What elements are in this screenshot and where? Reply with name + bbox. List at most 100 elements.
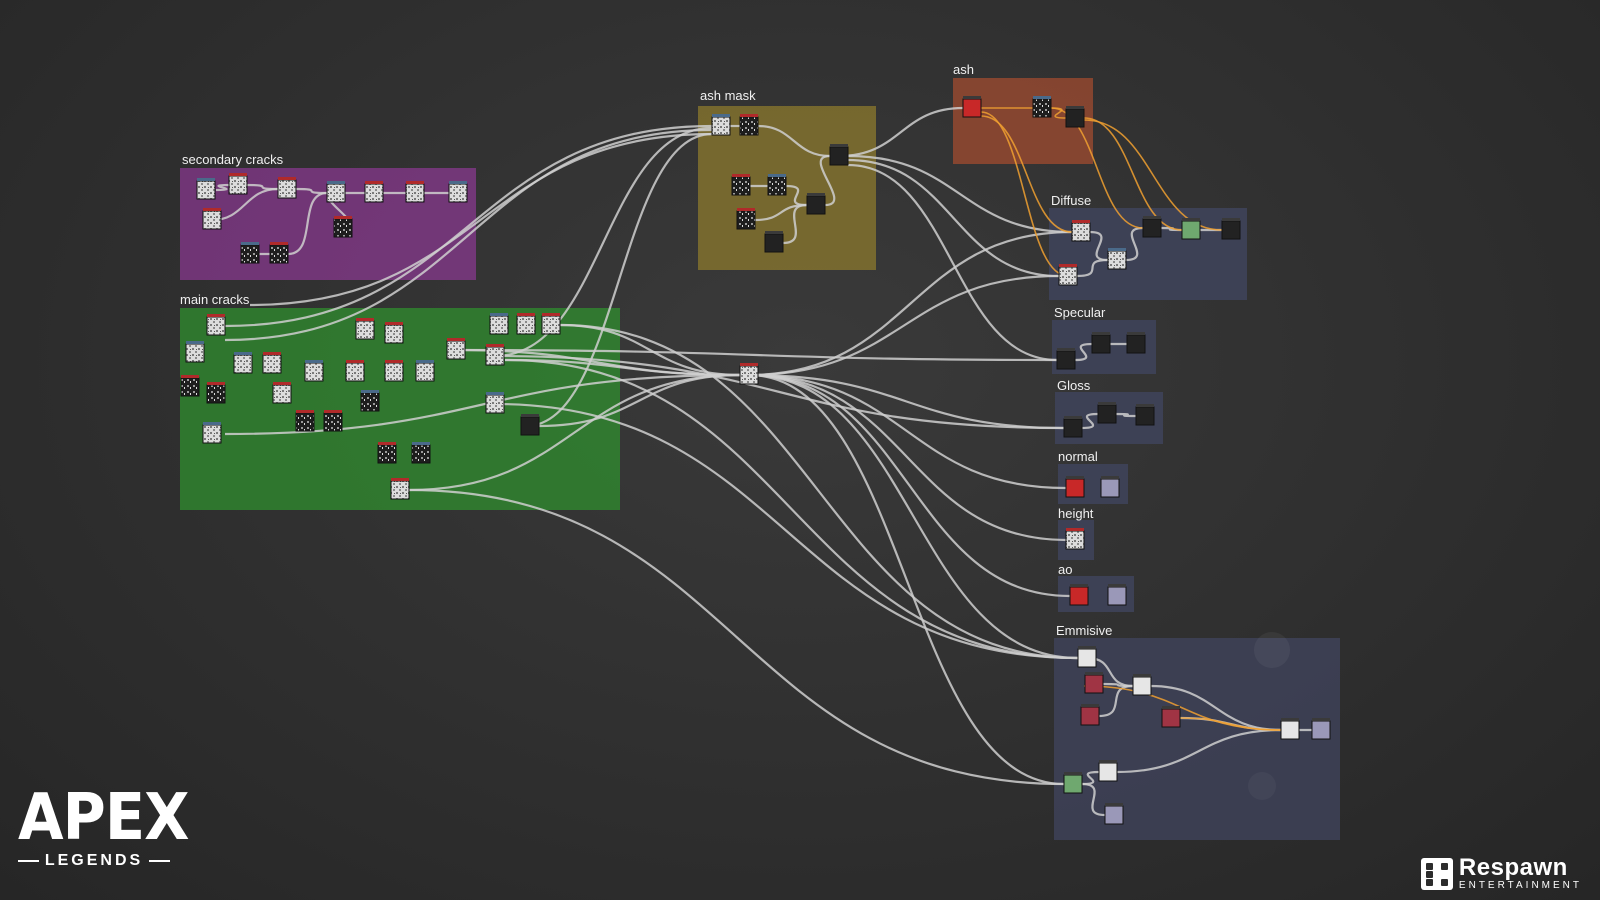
graph-node[interactable] [1084, 672, 1104, 694]
graph-node[interactable] [185, 341, 205, 363]
frame-title-ash-mask: ash mask [700, 88, 756, 103]
graph-node[interactable] [355, 318, 375, 340]
graph-node-header [447, 338, 465, 341]
graph-node[interactable] [1080, 704, 1100, 726]
graph-node[interactable] [1065, 106, 1085, 128]
graph-node-header [1081, 704, 1099, 707]
graph-node[interactable] [377, 442, 397, 464]
graph-node[interactable] [1069, 584, 1089, 606]
graph-node[interactable] [1100, 476, 1120, 498]
graph-node[interactable] [739, 363, 759, 385]
graph-node[interactable] [405, 181, 425, 203]
graph-node[interactable] [1135, 404, 1155, 426]
graph-wire [504, 358, 1079, 660]
graph-node[interactable] [304, 360, 324, 382]
graph-node[interactable] [731, 174, 751, 196]
graph-node[interactable] [411, 442, 431, 464]
graph-node[interactable] [446, 338, 466, 360]
graph-node[interactable] [326, 181, 346, 203]
graph-node[interactable] [520, 414, 540, 436]
graph-node[interactable] [233, 352, 253, 374]
graph-node[interactable] [448, 181, 468, 203]
graph-node[interactable] [485, 392, 505, 414]
graph-node[interactable] [323, 410, 343, 432]
graph-node[interactable] [1077, 646, 1097, 668]
graph-node[interactable] [345, 360, 365, 382]
graph-node-header [1281, 718, 1299, 721]
graph-node[interactable] [1104, 803, 1124, 825]
graph-node[interactable] [739, 114, 759, 136]
graph-node[interactable] [228, 173, 248, 195]
graph-node[interactable] [202, 208, 222, 230]
apex-logo-title: APEX [18, 781, 190, 855]
graph-node-header [1098, 402, 1116, 405]
graph-node[interactable] [1221, 218, 1241, 240]
graph-node[interactable] [1032, 96, 1052, 118]
graph-node[interactable] [764, 231, 784, 253]
graph-node-header [296, 410, 314, 413]
graph-node-header [356, 318, 374, 321]
respawn-logo: Respawn ENTERTAINMENT [1420, 856, 1582, 891]
graph-node-header [229, 173, 247, 176]
graph-node-header [1085, 672, 1103, 675]
graph-node[interactable] [489, 313, 509, 335]
graph-node[interactable] [1063, 772, 1083, 794]
graph-node[interactable] [1091, 332, 1111, 354]
graph-node[interactable] [1058, 264, 1078, 286]
graph-node[interactable] [277, 177, 297, 199]
graph-node[interactable] [196, 178, 216, 200]
graph-node[interactable] [1063, 416, 1083, 438]
graph-node[interactable] [240, 242, 260, 264]
graph-node[interactable] [272, 382, 292, 404]
graph-node[interactable] [1107, 584, 1127, 606]
graph-node[interactable] [390, 478, 410, 500]
graph-node[interactable] [516, 313, 536, 335]
graph-node[interactable] [829, 144, 849, 166]
graph-node[interactable] [1065, 528, 1085, 550]
graph-node[interactable] [415, 360, 435, 382]
graph-node-header [490, 313, 508, 316]
graph-node[interactable] [364, 181, 384, 203]
graph-node[interactable] [1098, 760, 1118, 782]
graph-node[interactable] [360, 390, 380, 412]
graph-node[interactable] [736, 208, 756, 230]
graph-node[interactable] [333, 216, 353, 238]
graph-node[interactable] [269, 242, 289, 264]
graph-node-header [740, 114, 758, 117]
frame-title-emmisive: Emmisive [1056, 623, 1113, 638]
graph-node[interactable] [541, 313, 561, 335]
graph-wire [494, 402, 1079, 660]
graph-node[interactable] [767, 174, 787, 196]
graph-node[interactable] [1126, 332, 1146, 354]
graph-node-header [270, 242, 288, 245]
graph-node[interactable] [1161, 706, 1181, 728]
graph-node[interactable] [1280, 718, 1300, 740]
graph-node[interactable] [1056, 348, 1076, 370]
graph-node[interactable] [1071, 220, 1091, 242]
graph-node[interactable] [206, 314, 226, 336]
graph-node[interactable] [1132, 674, 1152, 696]
graph-node[interactable] [711, 114, 731, 136]
graph-node-header [385, 322, 403, 325]
graph-node[interactable] [1142, 216, 1162, 238]
graph-node[interactable] [806, 193, 826, 215]
graph-node[interactable] [202, 422, 222, 444]
graph-node[interactable] [962, 96, 982, 118]
graph-node-header [486, 344, 504, 347]
graph-node[interactable] [485, 344, 505, 366]
graph-wire [980, 111, 1069, 277]
graph-node[interactable] [384, 360, 404, 382]
graph-node[interactable] [262, 352, 282, 374]
graph-node[interactable] [180, 375, 200, 397]
graph-wire [847, 163, 1058, 362]
graph-node[interactable] [1181, 218, 1201, 240]
graph-node[interactable] [206, 382, 226, 404]
graph-node[interactable] [1107, 248, 1127, 270]
graph-node[interactable] [295, 410, 315, 432]
graph-node[interactable] [1311, 718, 1331, 740]
graph-node[interactable] [1097, 402, 1117, 424]
graph-node[interactable] [384, 322, 404, 344]
graph-node[interactable] [1065, 476, 1085, 498]
graph-wire [494, 354, 1065, 430]
